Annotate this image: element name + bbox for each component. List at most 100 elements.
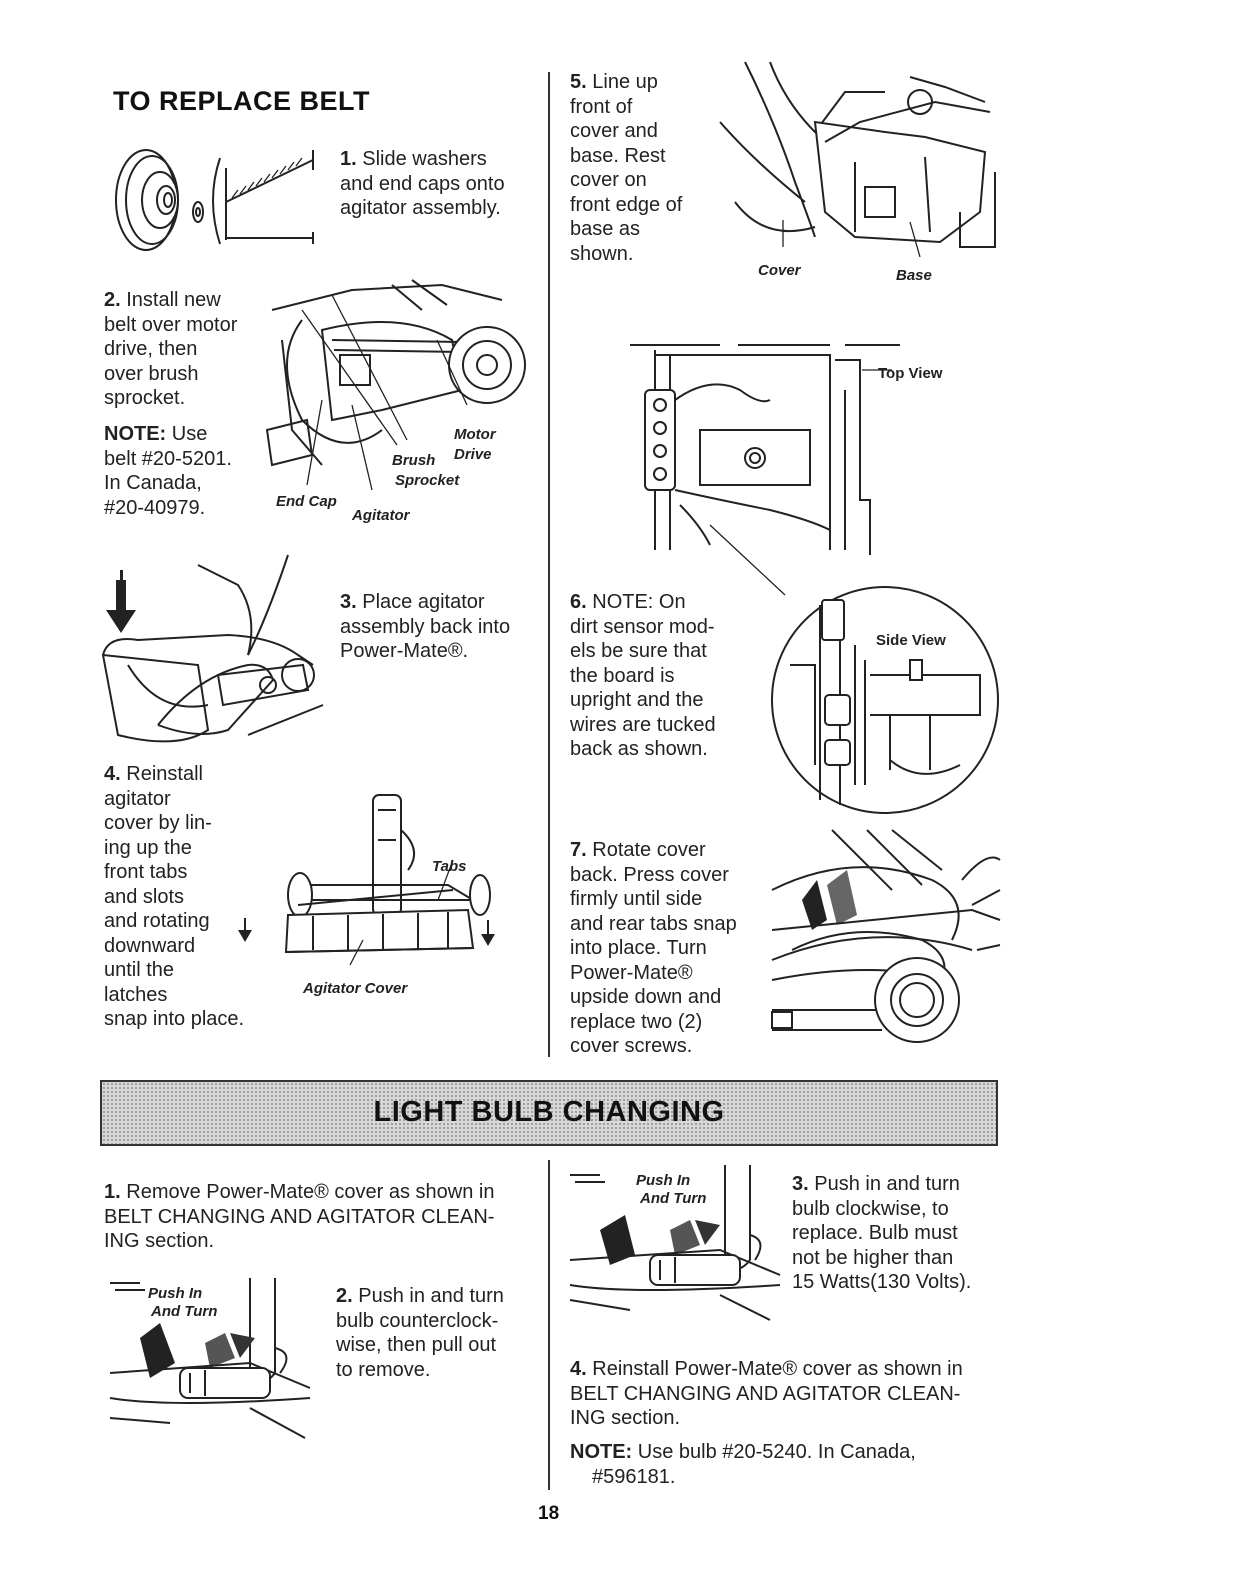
step-number: 3. [792,1173,809,1195]
label-tabs: Tabs [432,858,467,875]
step-text: Power-Mate®. [340,640,469,662]
step-text: replace. Bulb must [792,1222,958,1244]
bulb-note: NOTE: Use bulb #20-5240. In Canada, #596… [570,1440,916,1489]
label-end-cap: End Cap [276,493,337,510]
step-text: wires are tucked [570,713,716,736]
step-text: the board is [570,664,675,687]
label-push-in-2: Push In [636,1172,691,1189]
step-text: cover on [570,169,647,191]
section-title-replace-belt: TO REPLACE BELT [113,86,371,116]
place-agitator-illustration [98,555,328,755]
step-text: BELT CHANGING AND AGITATOR CLEAN- [570,1382,961,1405]
bulb-step-4: 4. Reinstall Power-Mate® cover as shown … [570,1357,963,1431]
note-text: #596181. [592,1465,676,1488]
step-text: Place agitator [362,591,485,613]
belt-step-3: 3. Place agitator assembly back into Pow… [340,590,510,664]
step-text: upright and the [570,689,704,711]
step-text: back as shown. [570,738,708,760]
bulb-replace-illustration [570,1165,780,1325]
step-text: Power-Mate® [570,961,693,984]
step-text: drive, then [104,338,198,360]
note-label: NOTE: [570,1441,633,1463]
step-text: belt over motor [104,313,238,336]
step-text: sprocket. [104,387,186,409]
belt-note: NOTE: Use belt #20-5201. In Canada, #20-… [104,422,232,520]
note-label: NOTE: [104,423,167,445]
agitator-cover-illustration [238,790,495,980]
step-text: dirt sensor mod- [570,615,715,638]
belt-step-6: 6. NOTE: On dirt sensor mod- els be sure… [570,590,716,762]
step-text: shown. [570,242,634,265]
step-text: Push in and turn [358,1285,504,1307]
step-text: to remove. [336,1358,431,1381]
step-text: agitator assembly. [340,197,501,219]
column-divider [548,72,550,1057]
label-drive: Drive [454,446,492,463]
step-text: cover and [570,120,658,142]
step-text: base. Rest [570,144,666,167]
label-push-in: Push In [148,1285,203,1302]
side-view-illustration [770,585,1000,815]
step-text: ING section. [570,1407,681,1429]
step-number: 5. [570,71,587,93]
step-text: into place. Turn [570,937,707,959]
note-text: Use [171,423,208,445]
label-base: Base [896,267,932,284]
belt-step-4: 4. Reinstall agitator cover by lin- ing … [104,762,244,1032]
top-view-illustration [630,330,900,565]
step-text: and end caps onto [340,172,505,195]
step-text: front edge of [570,193,683,216]
step-text: Line up [592,71,658,93]
step-text: not be higher than [792,1246,954,1269]
column-divider-bottom [548,1160,550,1490]
step-text: agitator [104,787,171,810]
step-text: Install new [126,289,221,311]
bulb-remove-illustration [110,1278,310,1443]
cover-base-illustration [715,62,1000,262]
step-text: Reinstall [126,763,203,785]
step-text: ing up the [104,836,192,859]
step-text: snap into place. [104,1008,245,1030]
belt-step-7: 7. Rotate cover back. Press cover firmly… [570,838,737,1059]
label-agitator-cover: Agitator Cover [303,980,408,997]
step-text: wise, then pull out [336,1334,497,1356]
light-bulb-banner: LIGHT BULB CHANGING [100,1080,998,1146]
page-number: 18 [538,1503,560,1524]
step-number: 2. [336,1285,353,1307]
step-text: front of [570,95,633,118]
step-text: cover screws. [570,1035,693,1057]
note-text: #20-40979. [104,496,206,519]
step-text: bulb counterclock- [336,1309,499,1332]
label-and-turn-2: And Turn [640,1190,707,1207]
step-number: 6. [570,591,587,613]
label-side-view: Side View [876,632,946,649]
step-text: 15 Watts(130 Volts). [792,1271,972,1293]
step-text: and slots [104,885,185,908]
label-and-turn: And Turn [151,1303,218,1320]
step-text: assembly back into [340,615,511,638]
belt-step-5: 5. Line up front of cover and base. Rest… [570,70,682,266]
label-brush: Brush [392,452,436,469]
belt-step-1: 1. Slide washers and end caps onto agita… [340,147,505,221]
step-number: 4. [104,763,121,785]
step-text: and rear tabs snap [570,912,737,935]
step-text: over brush [104,362,199,385]
step-text: BELT CHANGING AND AGITATOR CLEAN- [104,1205,495,1228]
step-text: upside down and [570,986,722,1008]
step-text: latches [104,983,168,1006]
step-number: 1. [104,1181,121,1203]
step-text: ING section. [104,1230,215,1252]
step-text: front tabs [104,861,188,883]
label-sprocket: Sprocket [395,472,460,489]
note-text: In Canada, [104,472,202,494]
label-agitator: Agitator [352,507,410,524]
step-number: 1. [340,148,357,170]
step-text: Push in and turn [814,1173,960,1195]
step-text: NOTE: On [592,591,686,613]
step-text: replace two (2) [570,1010,703,1033]
section-title-light-bulb: LIGHT BULB CHANGING [373,1096,725,1128]
step-text: Reinstall Power-Mate® cover as shown in [592,1358,963,1380]
label-cover: Cover [758,262,801,279]
step-text: els be sure that [570,640,707,662]
step-number: 3. [340,591,357,613]
